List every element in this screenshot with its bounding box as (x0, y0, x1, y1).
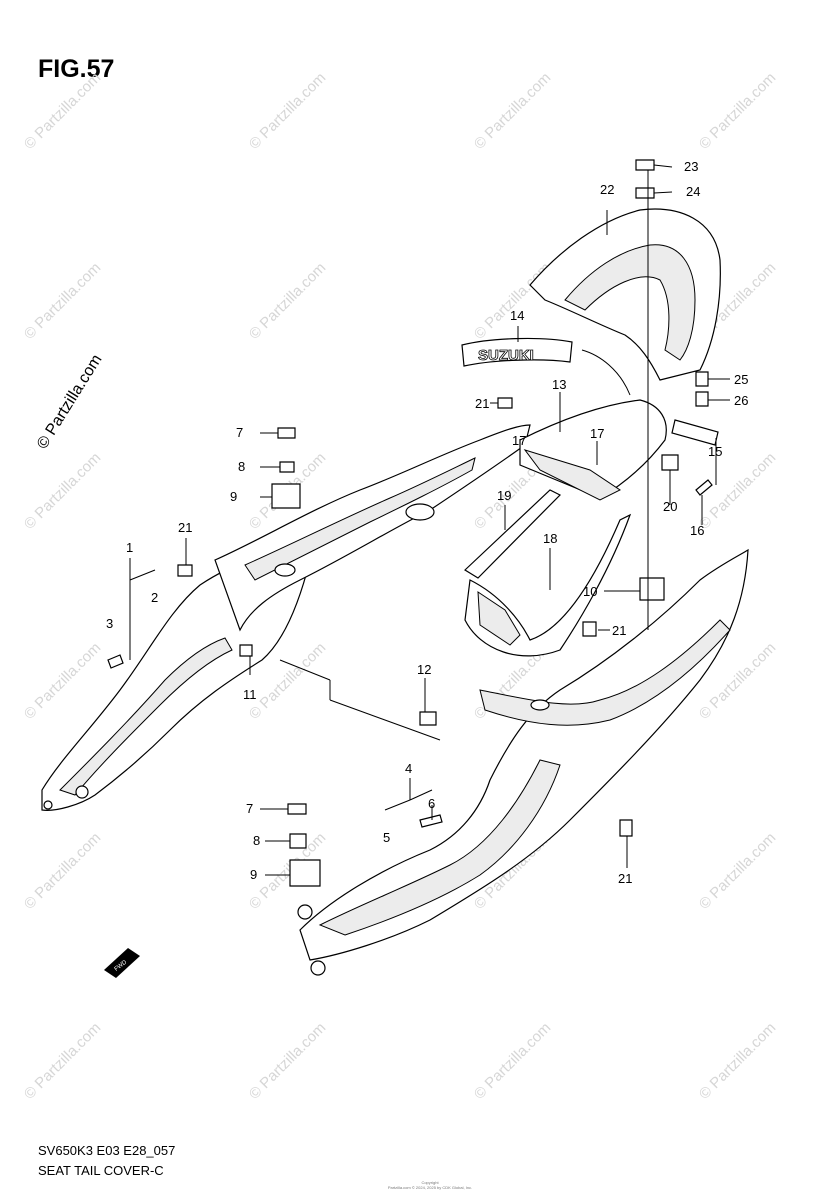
callout-8-lower: 8 (253, 833, 260, 848)
callout-labels: 1 2 3 4 5 6 7 7 8 8 9 9 10 11 12 13 14 1… (106, 159, 748, 886)
figure-title: FIG.57 (38, 55, 115, 83)
watermark-tile: © Partzilla.com (246, 69, 329, 152)
callout-25: 25 (734, 372, 748, 387)
trim-strip (464, 489, 562, 579)
callout-5: 5 (383, 830, 390, 845)
watermark-tile: © Partzilla.com (471, 69, 554, 152)
callout-7-lower: 7 (246, 801, 253, 816)
callout-9-lower: 9 (250, 867, 257, 882)
callout-21-left: 21 (178, 520, 192, 535)
callout-14: 14 (510, 308, 524, 323)
callout-6: 6 (428, 796, 435, 811)
callout-17-left: 17 (512, 433, 526, 448)
callout-21-middle: 21 (612, 623, 626, 638)
callout-8-upper: 8 (238, 459, 245, 474)
watermark-tile: © Partzilla.com (471, 1019, 554, 1102)
emblem-text: SUZUKI (478, 347, 534, 364)
seat-cowl (519, 399, 667, 501)
watermark-tile: © Partzilla.com (21, 259, 104, 342)
callout-22: 22 (600, 182, 614, 197)
copyright-line-2: Partzilla.com © 2024, 2025 by CDK Global… (387, 1185, 473, 1190)
tail-frame (214, 424, 531, 632)
watermark-side: © Partzilla.com (34, 352, 106, 452)
watermark-tile: © Partzilla.com (21, 639, 104, 722)
callout-3: 3 (106, 616, 113, 631)
callout-20: 20 (663, 499, 677, 514)
callout-9-upper: 9 (230, 489, 237, 504)
model-code: SV650K3 E03 E28_057 (38, 1143, 176, 1158)
copyright-line-1: Copyright (421, 1180, 439, 1185)
callout-1: 1 (126, 540, 133, 555)
callout-12: 12 (417, 662, 431, 677)
callout-7-upper: 7 (236, 425, 243, 440)
callout-2: 2 (151, 590, 158, 605)
callout-18: 18 (543, 531, 557, 546)
leader-lines (129, 164, 730, 876)
callout-13: 13 (552, 377, 566, 392)
watermark-tile: © Partzilla.com (246, 259, 329, 342)
grab-rail (529, 208, 721, 381)
callout-17-right: 17 (590, 426, 604, 441)
watermark-tile: © Partzilla.com (21, 449, 104, 532)
copyright-note: Copyright Partzilla.com © 2024, 2025 by … (360, 1180, 500, 1190)
callout-16: 16 (690, 523, 704, 538)
watermark-tile: © Partzilla.com (21, 829, 104, 912)
watermark-tile: © Partzilla.com (696, 1019, 779, 1102)
fwd-arrow: FWD (104, 948, 140, 978)
watermark-tile: © Partzilla.com (696, 449, 779, 532)
callout-4: 4 (405, 761, 412, 776)
watermark-tile: © Partzilla.com (21, 1019, 104, 1102)
callout-21-bottom: 21 (618, 871, 632, 886)
callout-15: 15 (708, 444, 722, 459)
callout-11: 11 (243, 687, 257, 702)
section-name: SEAT TAIL COVER-C (38, 1163, 164, 1178)
callout-10: 10 (583, 584, 597, 599)
watermark-tile: © Partzilla.com (21, 69, 104, 152)
callout-26: 26 (734, 393, 748, 408)
callout-19: 19 (497, 488, 511, 503)
rear-tail-cover (297, 548, 749, 976)
watermark-tile: © Partzilla.com (246, 1019, 329, 1102)
callout-21-top: 21 (475, 396, 489, 411)
callout-24: 24 (686, 184, 700, 199)
inner-trim (464, 513, 632, 657)
reflector-arc (581, 349, 631, 396)
watermark-tile: © Partzilla.com (696, 69, 779, 152)
watermark-tile: © Partzilla.com (696, 829, 779, 912)
hardware-parts (107, 159, 719, 887)
suzuki-emblem: SUZUKI (461, 337, 573, 367)
callout-23: 23 (684, 159, 698, 174)
